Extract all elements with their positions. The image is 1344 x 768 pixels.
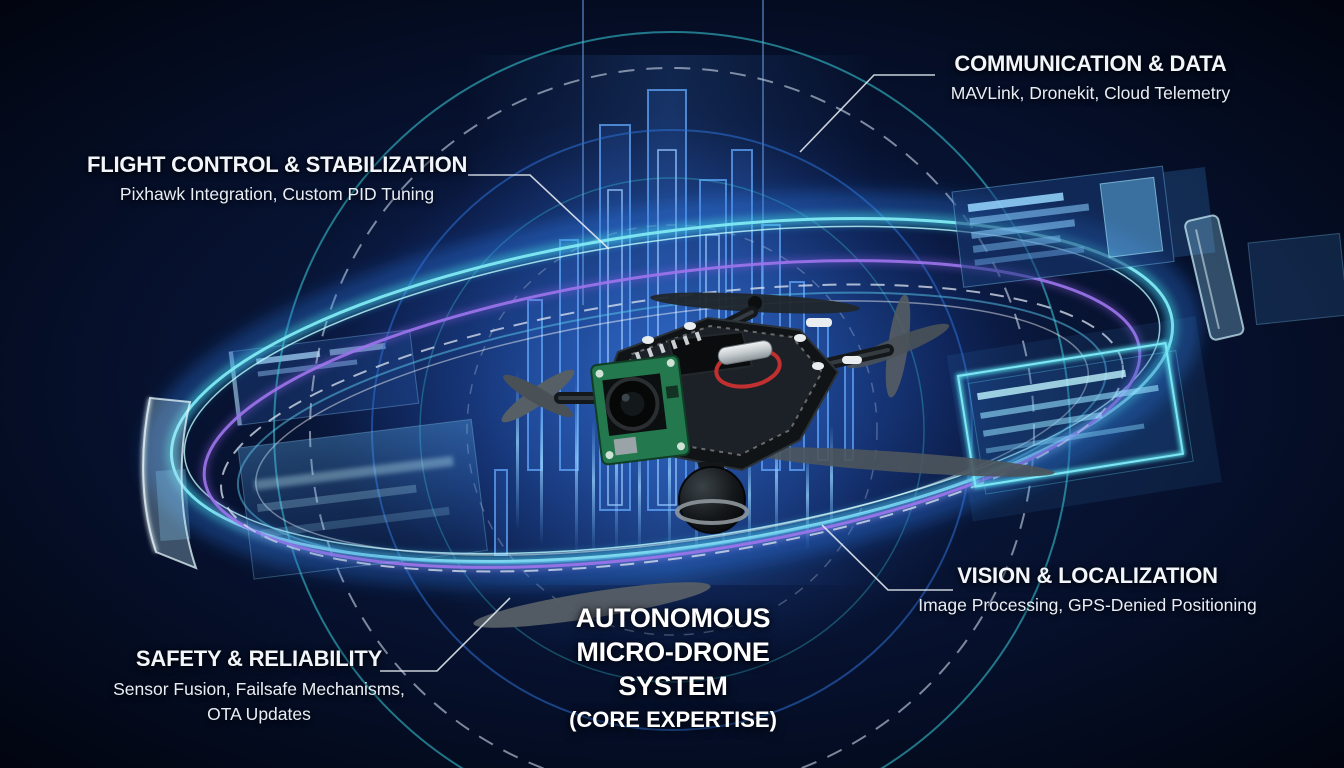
holo-panel-right-top — [951, 165, 1216, 288]
connector-flight-control — [468, 174, 610, 250]
flight-control-subtitle: Pixhawk Integration, Custom PID Tuning — [119, 184, 435, 204]
label-vision: VISION & LOCALIZATION Image Processing, … — [895, 563, 1280, 617]
drone-gimbal — [675, 462, 749, 534]
propeller-left — [501, 369, 575, 423]
propeller-front-right-blade — [745, 447, 1055, 477]
holo-panel-far-right — [1184, 214, 1344, 341]
vision-subtitle: Image Processing, GPS-Denied Positioning — [918, 595, 1257, 615]
propeller-front-left-blade — [473, 582, 711, 628]
drone-illustration — [473, 292, 1055, 628]
label-flight-control: FLIGHT CONTROL & STABILIZATION Pixhawk I… — [87, 152, 467, 206]
vision-title: VISION & LOCALIZATION — [957, 563, 1218, 588]
communication-subtitle: MAVLink, Dronekit, Cloud Telemetry — [950, 83, 1231, 103]
label-safety: SAFETY & RELIABILITY Sensor Fusion, Fail… — [69, 646, 449, 727]
safety-title: SAFETY & RELIABILITY — [135, 646, 383, 671]
holo-panel-left-mid — [228, 329, 420, 426]
center-title-line1: AUTONOMOUS — [575, 603, 771, 633]
center-title-line2: MICRO-DRONE — [576, 637, 770, 667]
center-subtitle: (CORE EXPERTISE) — [569, 707, 777, 732]
connector-vision — [821, 524, 953, 591]
drone-camera-module — [590, 354, 691, 466]
center-title-line3: SYSTEM — [618, 671, 728, 701]
label-core-expertise: AUTONOMOUS MICRO-DRONE SYSTEM (CORE EXPE… — [512, 601, 834, 735]
holo-panel-left-flag — [141, 396, 198, 570]
connector-safety — [380, 597, 511, 672]
connector-communication — [799, 74, 935, 153]
flight-control-title: FLIGHT CONTROL & STABILIZATION — [87, 152, 468, 177]
communication-title: COMMUNICATION & DATA — [954, 51, 1227, 76]
holo-panel-lower-left — [237, 418, 488, 580]
label-communication: COMMUNICATION & DATA MAVLink, Dronekit, … — [898, 51, 1283, 105]
connector-lines — [380, 74, 953, 672]
safety-subtitle-line1: Sensor Fusion, Failsafe Mechanisms, — [113, 679, 405, 699]
safety-subtitle-line2: OTA Updates — [207, 704, 311, 724]
